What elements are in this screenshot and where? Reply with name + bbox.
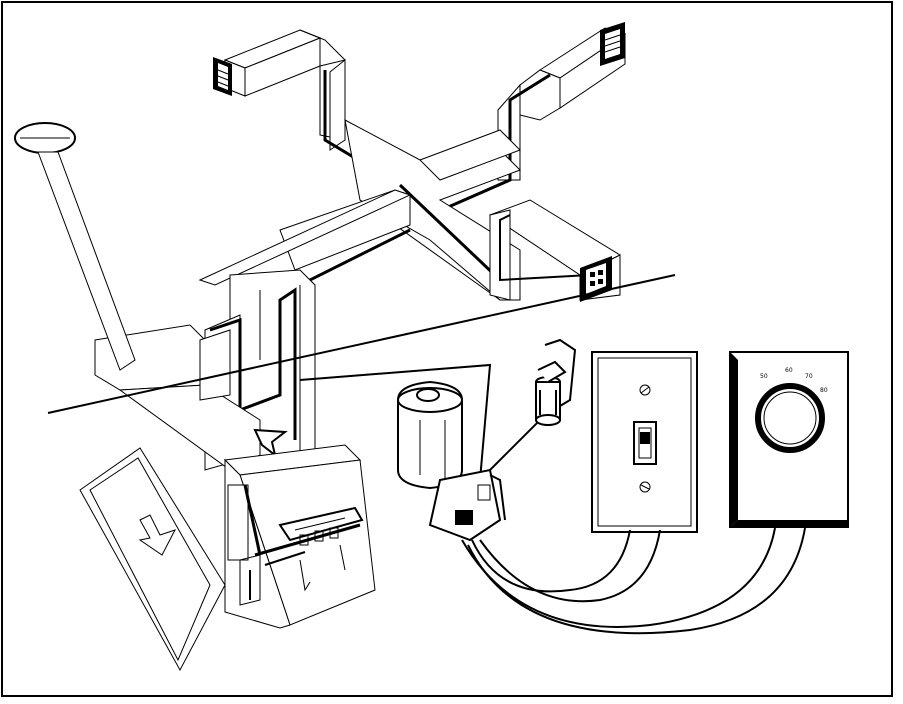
pump-terminal-block bbox=[455, 510, 473, 525]
pump-motor bbox=[397, 380, 506, 542]
pump-head bbox=[428, 468, 506, 542]
dial-label-60: 60 bbox=[785, 367, 793, 374]
diagram-frame bbox=[1, 1, 893, 697]
register-grille-upper-left bbox=[213, 57, 232, 96]
floor-line bbox=[47, 274, 676, 414]
control-wiring bbox=[47, 274, 676, 481]
dial-label-80: 80 bbox=[820, 387, 828, 394]
duct-branch-upper-left bbox=[223, 29, 401, 187]
duct-trunk-main bbox=[198, 189, 412, 322]
wiring-cables bbox=[461, 527, 806, 635]
dial-label-70: 70 bbox=[805, 373, 813, 380]
toggle-lever bbox=[640, 432, 650, 444]
thermostat: 50 60 70 80 bbox=[729, 351, 849, 528]
dial-label-50: 50 bbox=[760, 373, 768, 380]
furnace bbox=[223, 444, 376, 629]
filter-direction-arrow-icon bbox=[138, 514, 177, 556]
filter-panel bbox=[79, 447, 226, 672]
register-grille-upper-right bbox=[600, 22, 625, 66]
thermostat-dial bbox=[755, 383, 825, 453]
flue-vent-pipe bbox=[14, 122, 136, 371]
furnace-side-panel bbox=[227, 484, 249, 561]
sensor-device bbox=[535, 360, 567, 426]
wall-switch bbox=[591, 351, 698, 533]
furnace-burner-assembly bbox=[254, 506, 364, 566]
airflow-arrow-icon bbox=[253, 428, 288, 458]
ductwork bbox=[14, 22, 627, 471]
